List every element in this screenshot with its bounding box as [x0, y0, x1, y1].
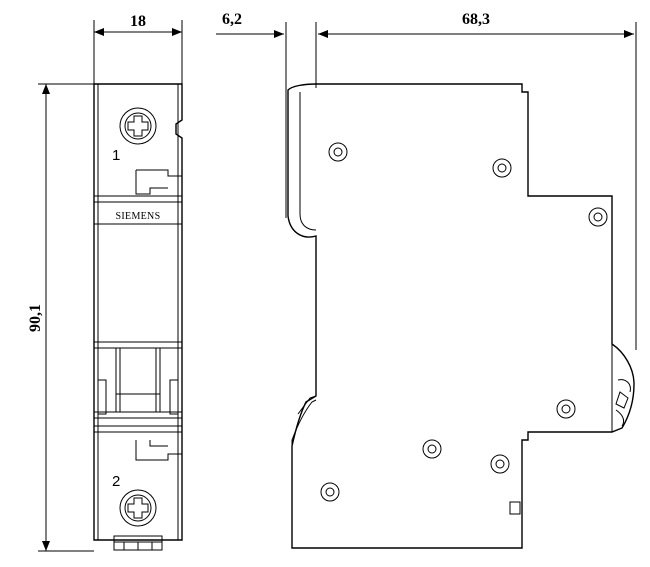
rivet-icon [556, 399, 576, 419]
depth-dimensions: 6,2 68,3 [216, 11, 637, 350]
terminal-1-label: 1 [112, 147, 120, 164]
rivet-icon [422, 439, 442, 459]
toggle-lever [115, 347, 161, 413]
front-housing [93, 83, 183, 541]
rail-offset-label: 6,2 [222, 11, 242, 28]
height-dimension: 90,1 [27, 83, 94, 552]
bottom-tab [509, 501, 521, 515]
rivet-icon [492, 158, 512, 178]
rivet-icon [328, 142, 348, 162]
width-label: 18 [130, 13, 146, 30]
rivet-icon [490, 454, 510, 474]
terminal-2-label: 2 [112, 473, 120, 490]
width-dimension: 18 [93, 13, 183, 84]
side-view: 6,2 68,3 [216, 11, 637, 549]
front-view: 18 90,1 1 SIEMENS [27, 13, 183, 552]
side-housing [287, 83, 635, 549]
depth-label: 68,3 [462, 11, 490, 28]
handle-profile [611, 344, 631, 432]
din-clip [113, 535, 163, 551]
top-screw-icon [119, 107, 157, 145]
bottom-screw-icon [119, 489, 157, 527]
height-label: 90,1 [27, 304, 44, 332]
brand-label: SIEMENS [116, 211, 161, 222]
rivet-icon [588, 207, 608, 227]
rivet-icon [320, 482, 340, 502]
